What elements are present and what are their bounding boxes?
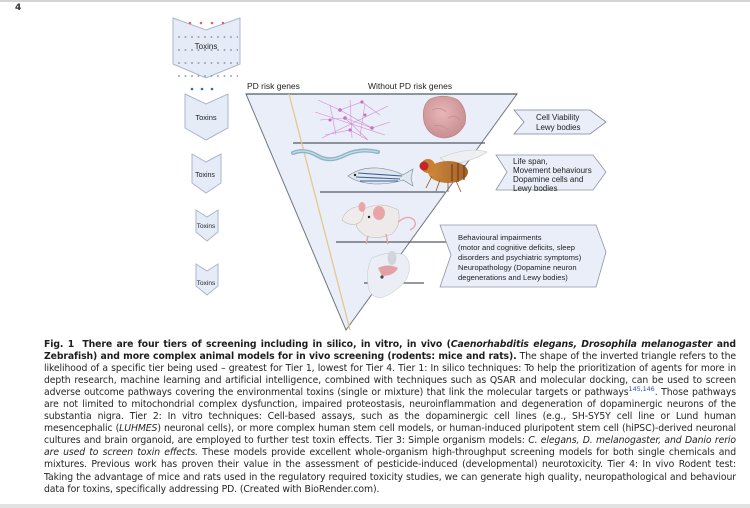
- tier-2-readout-callout: Life span, Movement behaviours Dopamine …: [495, 154, 607, 193]
- toxin-chevron-3: Toxins: [191, 153, 222, 194]
- caption-body-1: The shape of the inverted triangle refer…: [44, 351, 736, 399]
- header-pd-risk-genes: PD risk genes: [247, 81, 300, 91]
- figure-1: Toxins Toxins Toxins Toxins Toxins PD ri…: [172, 17, 607, 332]
- caption-title-2: and Zebrafish) and more complex animal m…: [44, 339, 736, 363]
- caption-body-2: . Those pathways are not limited to mito…: [44, 387, 736, 435]
- pd-genes-separator-line: [288, 93, 351, 331]
- figure-caption: Fig. 1 There are four tiers of screening…: [44, 339, 736, 496]
- tier-3-readout-line-5: degenerations and Lewy bodies): [458, 273, 568, 282]
- caption-title-1: There are four tiers of screening includ…: [82, 339, 451, 350]
- drosophila-fly-illustration: [419, 149, 488, 193]
- brain-organoid-illustration: [422, 95, 466, 139]
- caption-label: Fig. 1: [44, 339, 75, 350]
- tier-3-readout-line-3: disorders and psychiatric symptoms): [458, 253, 582, 262]
- caption-italic-luhmes: LUHMES: [119, 423, 158, 435]
- citation-reference[interactable]: 145,146: [628, 385, 655, 394]
- tier-1-readout-callout: Cell Viability Lewy bodies: [513, 109, 607, 135]
- tier-1-readout-line-1: Cell Viability: [536, 113, 579, 122]
- tier-2-readout-line-3: Dopamine cells and: [513, 175, 583, 184]
- toxin-label-4: Toxins: [197, 223, 216, 230]
- tier-3-readout-line-1: Behavioural impairments: [458, 233, 542, 242]
- top-rule: [0, 0, 750, 2]
- tier-3-readout-line-2: (motor and cognitive deficits, sleep: [458, 243, 575, 252]
- mouse-illustration: [341, 202, 416, 245]
- caption-body-3: ) neuronal cells), or more complex human…: [44, 423, 736, 447]
- neuronal-network-illustration: [314, 99, 391, 141]
- tier-2-readout-line-4: Lewy bodies: [513, 184, 557, 193]
- red-dots: [188, 21, 225, 25]
- toxin-label-3: Toxins: [195, 172, 215, 179]
- c-elegans-worm-illustration: [291, 148, 380, 162]
- zebrafish-illustration: [347, 167, 414, 187]
- tier-3-4-readout-callout: Behavioural impairments (motor and cogni…: [439, 224, 607, 288]
- tier-2-readout-line-1: Life span,: [513, 157, 548, 166]
- toxin-column: Toxins Toxins Toxins Toxins Toxins: [172, 17, 241, 296]
- tier-3-readout-line-4: Neuropathology (Dopamine neuron: [458, 263, 577, 272]
- caption-italic-organisms: C. elegans, D. melanogaster, and Danio r…: [44, 435, 737, 459]
- tier-2-readout-line-2: Movement behaviours: [513, 166, 592, 175]
- toxin-label-5: Toxins: [197, 280, 216, 287]
- page-number: 4: [15, 3, 22, 13]
- caption-body-4: These models provide excellent whole-org…: [44, 447, 736, 495]
- toxin-chevron-4: Toxins: [195, 209, 219, 242]
- toxin-label-1: Toxins: [195, 42, 218, 51]
- caption-title-species: Caenorhabditis elegans, Drosophila melan…: [450, 339, 713, 350]
- rat-brain-illustration: [367, 251, 410, 299]
- toxin-chevron-2: Toxins: [184, 93, 229, 141]
- dot-grid: [178, 34, 238, 79]
- bottom-rule: [0, 504, 750, 508]
- toxin-chevron-1: Toxins: [172, 17, 241, 91]
- tier-1-readout-line-2: Lewy bodies: [536, 123, 580, 132]
- header-without-pd-risk-genes: Without PD risk genes: [368, 81, 452, 91]
- toxin-chevron-5: Toxins: [195, 263, 219, 296]
- toxin-label-2: Toxins: [195, 113, 217, 122]
- blue-dots: [190, 87, 214, 91]
